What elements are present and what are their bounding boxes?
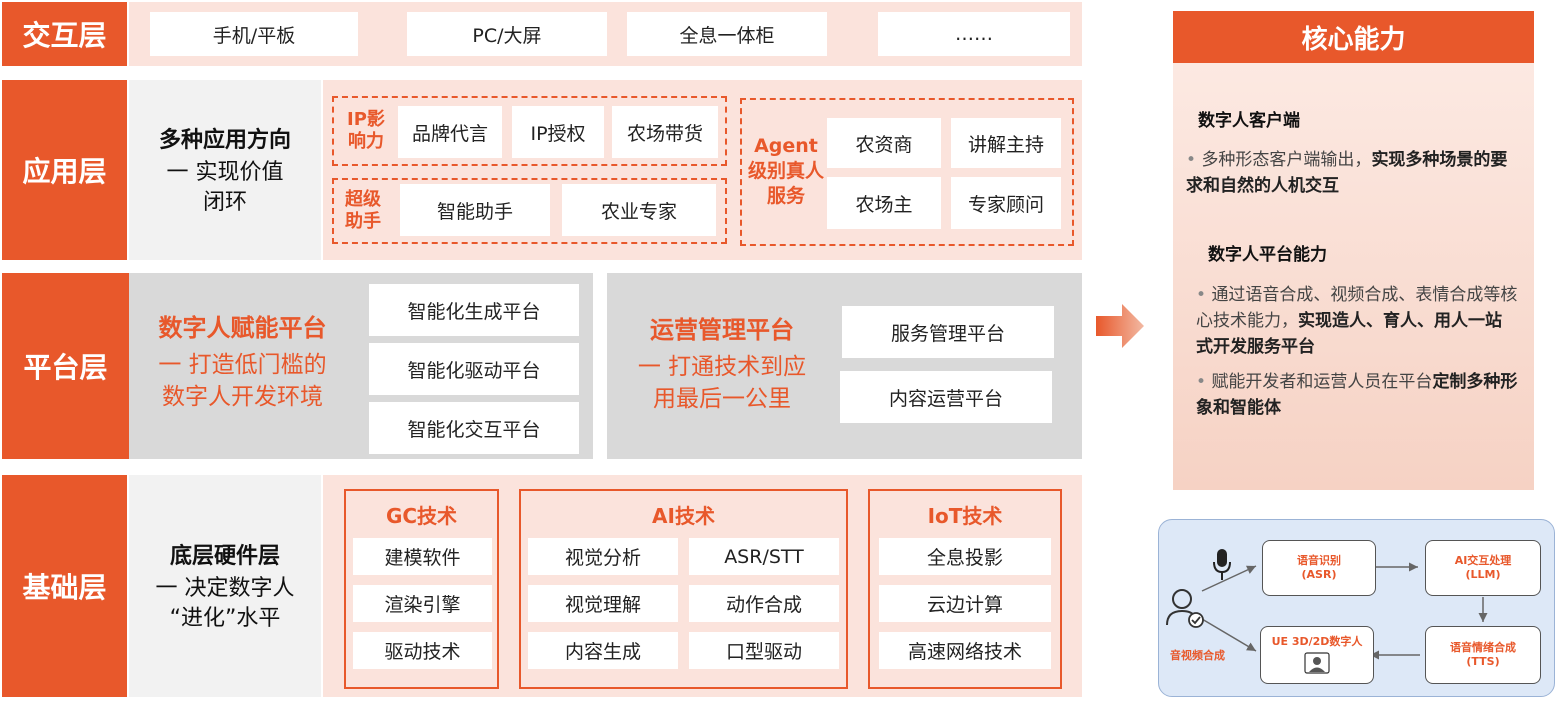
iot-item-cloud-edge: 云边计算 <box>879 585 1051 622</box>
flow-asr-line1: 语音识别 <box>1297 554 1341 567</box>
core-platform-b2-normal: 赋能开发者和运营人员在平台 <box>1211 372 1433 392</box>
core-platform-heading: 数字人平台能力 <box>1208 245 1327 265</box>
core-client-heading: 数字人客户端 <box>1198 111 1300 131</box>
av-synthesis-label: 音视频合成 <box>1170 649 1225 662</box>
ai-item-visual-understanding: 视觉理解 <box>528 585 678 622</box>
platform-item-driving: 智能化驱动平台 <box>369 343 579 395</box>
platform-right-sub-2: 用最后一公里 <box>653 386 791 412</box>
assistant-group-label: 超级助手 <box>345 189 381 232</box>
platform-right-title: 运营管理平台 <box>650 316 794 344</box>
ai-item-visual-analysis: 视觉分析 <box>528 538 678 575</box>
core-client-text: • 多种形态客户端输出，实现多种场景的要求和自然的人机交互 <box>1186 150 1508 196</box>
interaction-item-pc: PC/大屏 <box>407 12 607 56</box>
flow-box-tts: 语音情绪合成 (TTS) <box>1425 626 1541 684</box>
application-subtitle-2: 闭环 <box>202 190 247 215</box>
iot-item-network: 高速网络技术 <box>879 632 1051 669</box>
gc-group <box>344 489 499 689</box>
platform-left-summary: 数字人赋能平台 一 打造低门槛的 数字人开发环境 <box>135 300 350 420</box>
assistant-item-smart: 智能助手 <box>400 184 550 236</box>
ip-group <box>332 96 727 166</box>
foundation-sub-1: 一 决定数字人 <box>155 576 295 601</box>
agent-item-farmer: 农场主 <box>827 177 941 229</box>
core-panel <box>1173 63 1534 490</box>
flow-llm-line2: (LLM) <box>1465 568 1501 581</box>
flow-box-ue: UE 3D/2D数字人 <box>1260 626 1374 684</box>
iot-group <box>868 489 1062 689</box>
ai-item-asr: ASR/STT <box>689 538 839 575</box>
ai-group <box>519 489 848 689</box>
platform-item-generation: 智能化生成平台 <box>369 284 579 336</box>
core-client-text-bold: 实现多种场景的要求和自然的人机交互 <box>1186 150 1508 196</box>
agent-group-label: Agent级别真人服务 <box>748 134 825 207</box>
agent-group <box>740 98 1074 246</box>
layer-label-interaction: 交互层 <box>2 2 127 66</box>
layer-label-foundation: 基础层 <box>2 475 127 697</box>
foundation-title: 底层硬件层 <box>169 544 280 569</box>
flow-llm-line1: AI交互处理 <box>1454 554 1512 567</box>
flow-tts-line1: 语音情绪合成 <box>1450 641 1516 654</box>
layer-label-application: 应用层 <box>2 80 127 260</box>
application-summary: 多种应用方向 一 实现价值 闭环 <box>129 80 321 260</box>
right-arrow-icon <box>1096 304 1144 348</box>
agent-item-consultant: 专家顾问 <box>951 177 1061 229</box>
application-title: 多种应用方向 <box>158 128 291 153</box>
foundation-summary: 底层硬件层 一 决定数字人 “进化”水平 <box>129 475 321 697</box>
gc-item-driving: 驱动技术 <box>353 632 492 669</box>
platform-left-title: 数字人赋能平台 <box>158 313 327 342</box>
platform-item-service-mgmt: 服务管理平台 <box>842 306 1054 358</box>
core-client-text-normal: 多种形态客户端输出， <box>1201 150 1372 170</box>
platform-right-sub-1: 一 打通技术到应 <box>637 354 807 380</box>
application-subtitle-1: 一 实现价值 <box>166 160 284 185</box>
flow-ue-label: UE 3D/2D数字人 <box>1271 635 1363 648</box>
platform-right-panel <box>607 273 1082 459</box>
assistant-group <box>332 178 727 244</box>
foundation-sub-2: “进化”水平 <box>169 606 281 631</box>
ip-item-brand: 品牌代言 <box>398 106 502 158</box>
core-title: 核心能力 <box>1173 11 1534 63</box>
core-platform-b1-normal: 通过语音合成、视频合成、表情合成等核心技术能力， <box>1196 285 1518 331</box>
platform-left-sub-1: 一 打造低门槛的 <box>158 351 327 378</box>
avatar-icon <box>1304 652 1330 674</box>
platform-item-content-ops: 内容运营平台 <box>840 371 1052 423</box>
iot-item-hologram: 全息投影 <box>879 538 1051 575</box>
core-platform-bullet-2: • 赋能开发者和运营人员在平台定制多种形象和智能体 <box>1196 372 1518 418</box>
gc-item-rendering: 渲染引擎 <box>353 585 492 622</box>
agent-item-host: 讲解主持 <box>951 118 1061 168</box>
ip-item-license: IP授权 <box>512 106 604 158</box>
ip-group-label: IP影响力 <box>347 109 385 152</box>
user-check-icon <box>1166 589 1204 628</box>
assistant-item-agri-expert: 农业专家 <box>562 184 716 236</box>
platform-item-interaction: 智能化交互平台 <box>369 402 579 454</box>
iot-title: IoT技术 <box>927 504 1003 528</box>
gc-title: GC技术 <box>385 504 458 528</box>
flow-box-llm: AI交互处理 (LLM) <box>1425 540 1541 596</box>
interaction-item-more: …… <box>878 12 1070 56</box>
ai-item-lip-sync: 口型驱动 <box>689 632 839 669</box>
core-platform-b1-bold: 实现造人、育人、用人一站式开发服务平台 <box>1196 311 1502 357</box>
core-platform-b2-bold: 定制多种形象和智能体 <box>1196 372 1518 418</box>
platform-left-sub-2: 数字人开发环境 <box>162 383 323 410</box>
platform-right-summary: 运营管理平台 一 打通技术到应 用最后一公里 <box>612 305 832 420</box>
interaction-item-hologram: 全息一体柜 <box>627 12 827 56</box>
ip-item-farm-sales: 农场带货 <box>612 106 718 158</box>
flow-box-asr: 语音识别 (ASR) <box>1262 540 1376 596</box>
microphone-icon <box>1213 549 1231 580</box>
gc-item-modeling: 建模软件 <box>353 538 492 575</box>
ai-item-content-generation: 内容生成 <box>528 632 678 669</box>
agent-item-dealer: 农资商 <box>827 118 941 168</box>
interaction-item-mobile: 手机/平板 <box>150 12 358 56</box>
flow-asr-line2: (ASR) <box>1301 568 1337 581</box>
layer-label-platform: 平台层 <box>2 273 129 459</box>
flow-tts-line2: (TTS) <box>1466 655 1500 668</box>
ai-item-motion-synthesis: 动作合成 <box>689 585 839 622</box>
core-platform-bullet-1: • 通过语音合成、视频合成、表情合成等核心技术能力，实现造人、育人、用人一站式开… <box>1196 285 1518 357</box>
ai-title: AI技术 <box>652 504 715 528</box>
